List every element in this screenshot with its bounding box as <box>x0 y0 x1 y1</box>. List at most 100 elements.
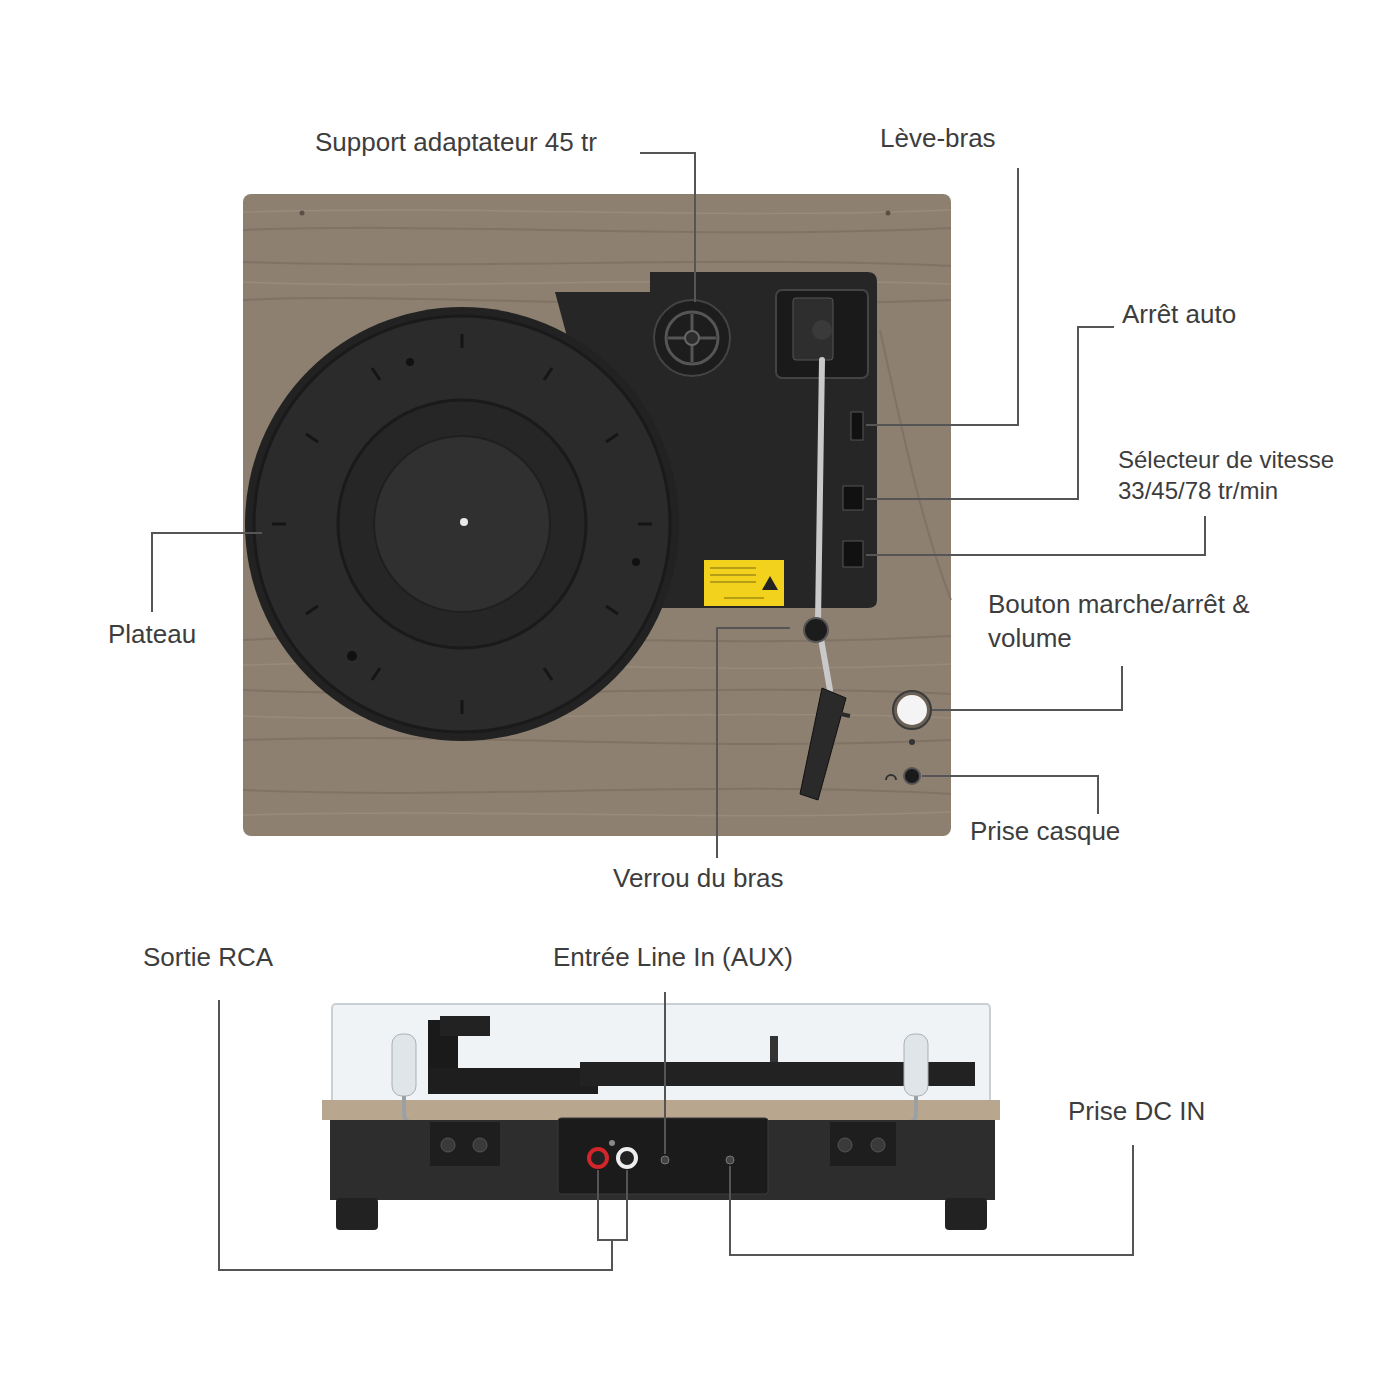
ground-post <box>609 1140 615 1146</box>
platter-label <box>374 436 550 612</box>
headshell <box>800 688 846 800</box>
callout-label: Prise casque <box>970 815 1120 849</box>
volume-knob <box>897 695 927 725</box>
callout-label: Bouton marche/arrêt & volume <box>988 588 1258 656</box>
screw <box>838 1138 852 1152</box>
callout-label: Sélecteur de vitesse 33/45/78 tr/min <box>1118 444 1368 506</box>
leader-line <box>932 666 1122 710</box>
leader-line <box>717 628 790 858</box>
grain-line <box>243 812 951 816</box>
dust-cover <box>332 1004 990 1104</box>
leader-bracket <box>598 1170 627 1240</box>
sticker-lines <box>710 568 764 598</box>
spindle <box>460 518 468 526</box>
sticker-triangle <box>762 576 778 590</box>
callout-label: Plateau <box>108 618 196 652</box>
callout-label: Support adaptateur 45 tr <box>315 126 597 160</box>
power-led <box>909 739 915 745</box>
rear-panel <box>558 1118 768 1194</box>
knob-ring <box>893 691 931 729</box>
tick <box>461 334 464 348</box>
platter <box>245 307 679 741</box>
leader-line <box>866 168 1018 425</box>
arm-head <box>440 1016 490 1036</box>
sticker-line <box>724 598 764 599</box>
spindle-side <box>770 1036 778 1062</box>
speed-switch <box>843 541 863 567</box>
leader-line <box>219 1000 612 1270</box>
hinge-plate <box>430 1122 500 1166</box>
leader-line <box>730 1145 1133 1255</box>
leader-lines <box>152 153 1205 1270</box>
counterweight <box>793 298 833 360</box>
tick <box>461 700 464 714</box>
platter-dot <box>406 358 414 366</box>
grain-line <box>243 228 951 232</box>
arm-rest <box>804 618 828 642</box>
adapter-outer <box>654 300 730 376</box>
leader-line <box>152 533 262 612</box>
platter-outer <box>245 307 679 741</box>
callout-label: Arrêt auto <box>1122 298 1236 332</box>
headphone-icon <box>886 775 896 780</box>
sticker-line <box>710 575 756 576</box>
hinge-post <box>392 1034 416 1096</box>
hinge-rod <box>880 1096 916 1122</box>
screw <box>473 1138 487 1152</box>
tick <box>306 606 318 614</box>
auto-stop-switch <box>843 486 863 510</box>
platter-dot <box>347 651 357 661</box>
platter-dot <box>632 558 640 566</box>
rca-white <box>618 1149 636 1167</box>
grain-line <box>243 262 951 266</box>
wood-grain-light <box>243 210 951 816</box>
adapter-ring <box>666 312 718 364</box>
tick <box>544 668 552 680</box>
tonearm <box>776 290 868 800</box>
platter-inner <box>338 400 586 648</box>
sticker-line <box>710 582 756 583</box>
lift-lever <box>851 412 863 440</box>
headphone-jack <box>904 768 920 784</box>
screw-hole <box>300 211 305 216</box>
grain-line <box>243 789 951 794</box>
foot <box>336 1198 378 1230</box>
screw <box>441 1138 455 1152</box>
leader-line <box>866 327 1114 499</box>
platter-ticks <box>272 334 652 714</box>
finger-lift <box>832 712 850 716</box>
arm-pivot <box>812 320 832 340</box>
wood-board <box>243 194 951 836</box>
tick <box>372 368 380 380</box>
tick <box>638 523 652 526</box>
leader-line <box>922 776 1098 814</box>
callout-label: Prise DC IN <box>1068 1095 1205 1129</box>
arm-base-side <box>428 1068 598 1094</box>
tick <box>606 434 618 442</box>
grain-line <box>880 330 951 600</box>
foot <box>945 1198 987 1230</box>
callout-label: Sortie RCA <box>143 941 273 975</box>
leader-line <box>866 516 1205 555</box>
controls <box>886 691 931 784</box>
wood-plinth <box>243 194 951 836</box>
screw <box>871 1138 885 1152</box>
tick <box>544 368 552 380</box>
tick <box>272 523 286 526</box>
adapter-center <box>685 331 699 345</box>
hinge-rod <box>404 1096 440 1122</box>
grain-line <box>243 210 951 214</box>
tick <box>306 434 318 442</box>
sticker-line <box>710 568 756 569</box>
adapter-holder <box>654 300 730 376</box>
leader-line <box>664 992 666 1154</box>
platter-mat <box>254 316 670 732</box>
hinge-post <box>904 1034 928 1096</box>
rear-view <box>322 1004 1000 1230</box>
callout-label: Lève-bras <box>880 122 996 156</box>
callout-label: Entrée Line In (AUX) <box>553 941 793 975</box>
tick <box>606 606 618 614</box>
